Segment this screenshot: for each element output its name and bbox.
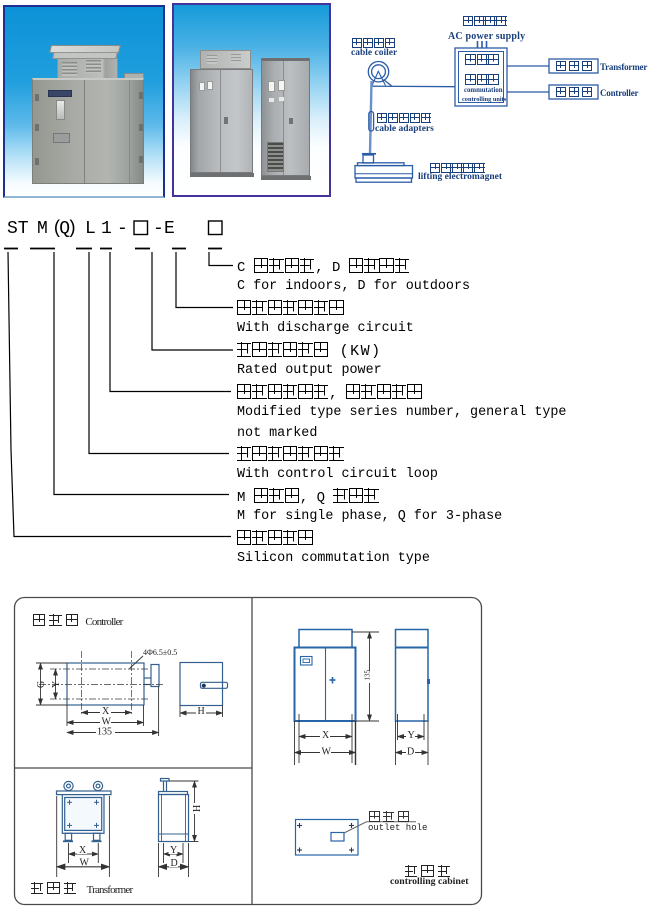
svg-text:X: X bbox=[322, 730, 330, 741]
svg-text:H: H bbox=[198, 706, 205, 717]
svg-text:135: 135 bbox=[97, 727, 112, 738]
svg-text:W: W bbox=[322, 747, 332, 758]
svg-text:135: 135 bbox=[364, 670, 372, 681]
svg-text:X: X bbox=[79, 845, 87, 856]
svg-text:Y: Y bbox=[170, 845, 177, 856]
svg-text:Y: Y bbox=[51, 681, 62, 688]
svg-text:X: X bbox=[102, 706, 110, 717]
svg-text:4Φ6.5±0.5: 4Φ6.5±0.5 bbox=[143, 648, 177, 657]
svg-text:Y: Y bbox=[408, 730, 415, 741]
svg-text:D: D bbox=[407, 747, 414, 758]
svg-text:W: W bbox=[102, 717, 112, 728]
svg-text:D: D bbox=[171, 858, 178, 869]
svg-text:W: W bbox=[80, 858, 90, 869]
svg-text:H: H bbox=[192, 805, 203, 812]
svg-text:G: G bbox=[36, 681, 47, 688]
